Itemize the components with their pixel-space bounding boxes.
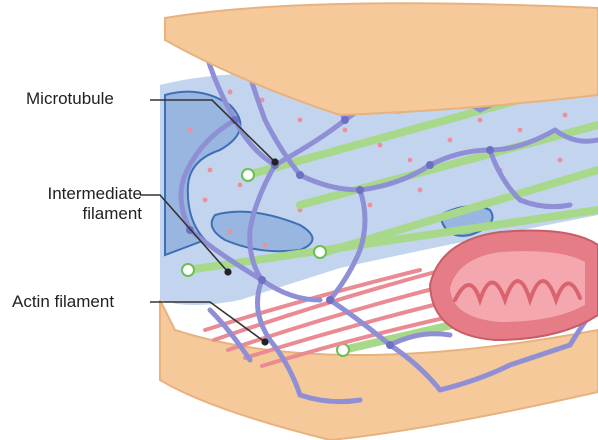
intermediate-filament-label-line1: Intermediate	[48, 184, 143, 203]
microtubule-pointer-dot	[271, 158, 278, 165]
microtubule-label: Microtubule	[26, 89, 114, 109]
actin-filament-pointer-dot	[261, 338, 268, 345]
actin-filament-label: Actin filament	[12, 292, 114, 312]
mitochondrion	[430, 231, 598, 340]
intermediate-filament-label-line2: filament	[82, 204, 142, 223]
intermediate-filament-pointer-dot	[224, 268, 231, 275]
intermediate-filament-label: Intermediate filament	[4, 184, 142, 224]
